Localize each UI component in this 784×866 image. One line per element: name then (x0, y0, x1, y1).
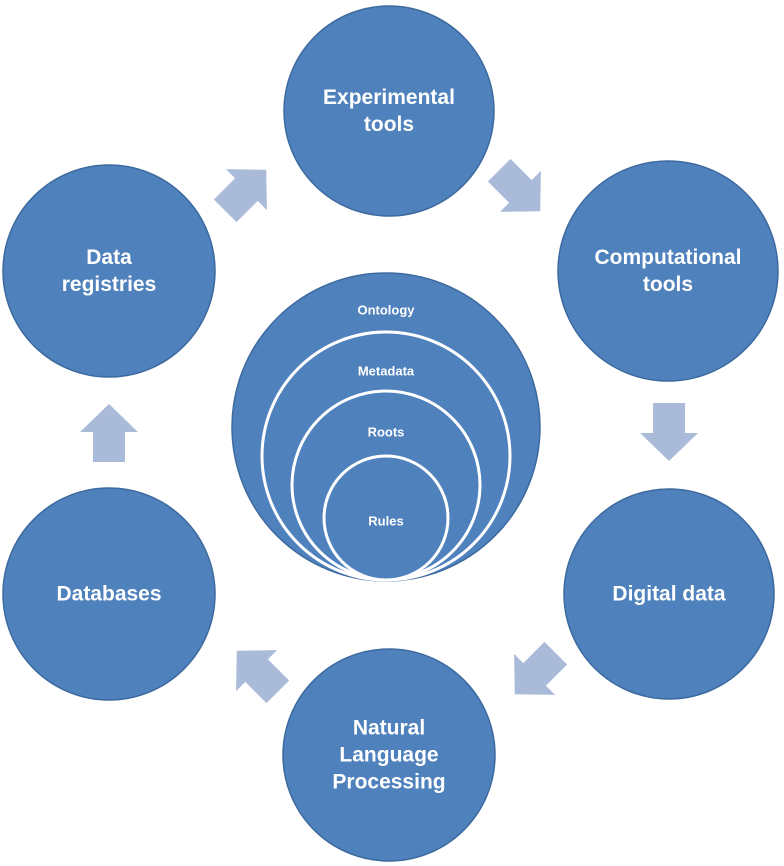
node-label-line: Computational (595, 246, 742, 269)
arrow-experimental-to-computational (487, 158, 541, 212)
node-digital-data: Digital data (563, 488, 775, 700)
node-label-line: Digital data (612, 583, 726, 606)
node-circle (557, 160, 779, 382)
node-experimental-tools: Experimental tools (283, 5, 495, 217)
node-label-line: Language (339, 744, 438, 767)
nodes-layer: ExperimentaltoolsComputationaltoolsDigit… (2, 5, 779, 862)
node-circle (2, 164, 216, 378)
node-label-line: Experimental (323, 86, 455, 109)
node-circle (283, 5, 495, 217)
node-label-line: Natural (353, 717, 425, 740)
node-label-line: tools (364, 113, 414, 136)
center-label-roots: Roots (368, 425, 405, 440)
center-layer-rules: Rules (322, 454, 450, 582)
center-label-ontology: Ontology (357, 303, 415, 318)
node-circle (2, 487, 216, 701)
node-data-registries: Data registries (2, 164, 216, 378)
node-computational-tools: Computational tools (557, 160, 779, 382)
node-databases: Databases (2, 487, 216, 701)
node-label-line: tools (643, 273, 693, 296)
arrows-layer (80, 158, 698, 704)
arrow-nlp-to-databases (236, 650, 290, 704)
center-label-metadata: Metadata (358, 364, 415, 379)
arrow-computational-to-digital (640, 403, 698, 461)
arrow-databases-to-registries (80, 404, 138, 462)
arrow-registries-to-experimental (213, 169, 267, 223)
node-label-line: Databases (56, 583, 161, 606)
node-circle (282, 648, 496, 862)
node-label-line: registries (62, 273, 157, 296)
center-label-rules: Rules (368, 514, 403, 529)
arrow-digital-to-nlp (514, 641, 568, 695)
node-label-line: Processing (332, 771, 445, 794)
center-circle (322, 454, 450, 582)
node-label-line: Data (86, 246, 132, 269)
node-circle (563, 488, 775, 700)
